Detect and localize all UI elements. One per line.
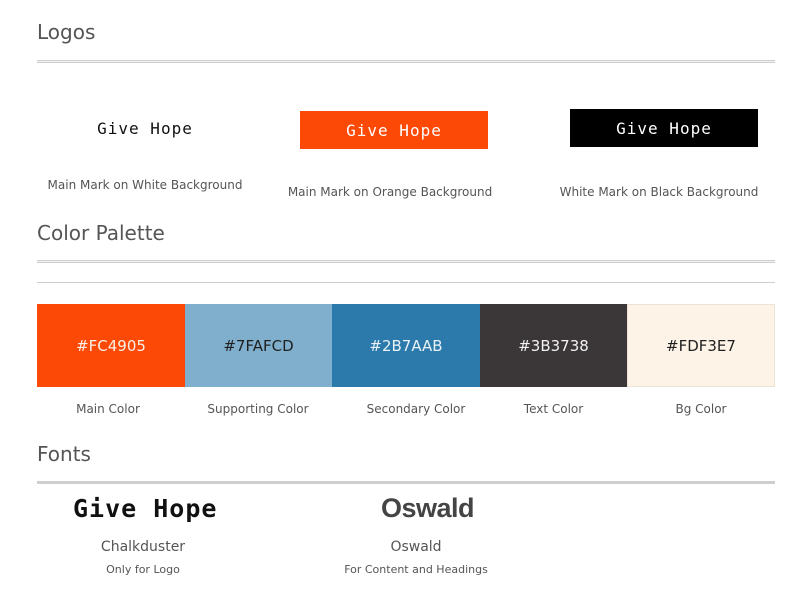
logos-divider — [37, 60, 775, 63]
swatch-hex: #7FAFCD — [223, 336, 294, 355]
logo-caption-white: Main Mark on White Background — [47, 178, 243, 192]
swatch-supporting-color: #7FAFCD — [185, 304, 332, 387]
swatch-label-text: Text Color — [523, 402, 584, 416]
swatch-hex: #FDF3E7 — [666, 336, 736, 355]
logo-caption-black: White Mark on Black Background — [559, 185, 759, 199]
logos-heading: Logos — [37, 20, 96, 44]
font-sample-chalkduster: Give Hope — [73, 494, 218, 523]
palette-heading: Color Palette — [37, 221, 165, 245]
swatch-secondary-color: #2B7AAB — [332, 304, 480, 387]
swatch-main-color: #FC4905 — [37, 304, 185, 387]
swatch-bg-color: #FDF3E7 — [627, 304, 775, 387]
logo-caption-orange: Main Mark on Orange Background — [287, 185, 493, 199]
fonts-heading: Fonts — [37, 442, 91, 466]
font-usage-oswald: For Content and Headings — [344, 563, 488, 576]
swatch-hex: #2B7AAB — [369, 336, 443, 355]
swatch-label-bg: Bg Color — [675, 402, 727, 416]
swatch-hex: #FC4905 — [76, 336, 146, 355]
fonts-divider — [37, 481, 775, 484]
swatch-hex: #3B3738 — [518, 336, 589, 355]
logo-mark-orange-bg: Give Hope — [300, 111, 488, 149]
font-sample-oswald: Oswald — [381, 493, 475, 523]
font-name-chalkduster: Chalkduster — [100, 539, 186, 555]
swatch-text-color: #3B3738 — [480, 304, 627, 387]
color-palette: #FC4905 #7FAFCD #2B7AAB #3B3738 #FDF3E7 — [37, 304, 775, 387]
swatch-label-main: Main Color — [76, 402, 140, 416]
palette-divider-top — [37, 260, 775, 263]
swatch-label-secondary: Secondary Color — [366, 402, 466, 416]
font-usage-chalkduster: Only for Logo — [106, 563, 180, 576]
logo-mark-white-bg: Give Hope — [97, 118, 193, 138]
font-name-oswald: Oswald — [390, 539, 442, 555]
logo-mark-black-bg: Give Hope — [570, 109, 758, 147]
swatch-label-supporting: Supporting Color — [207, 402, 309, 416]
palette-divider-bottom — [37, 282, 775, 283]
